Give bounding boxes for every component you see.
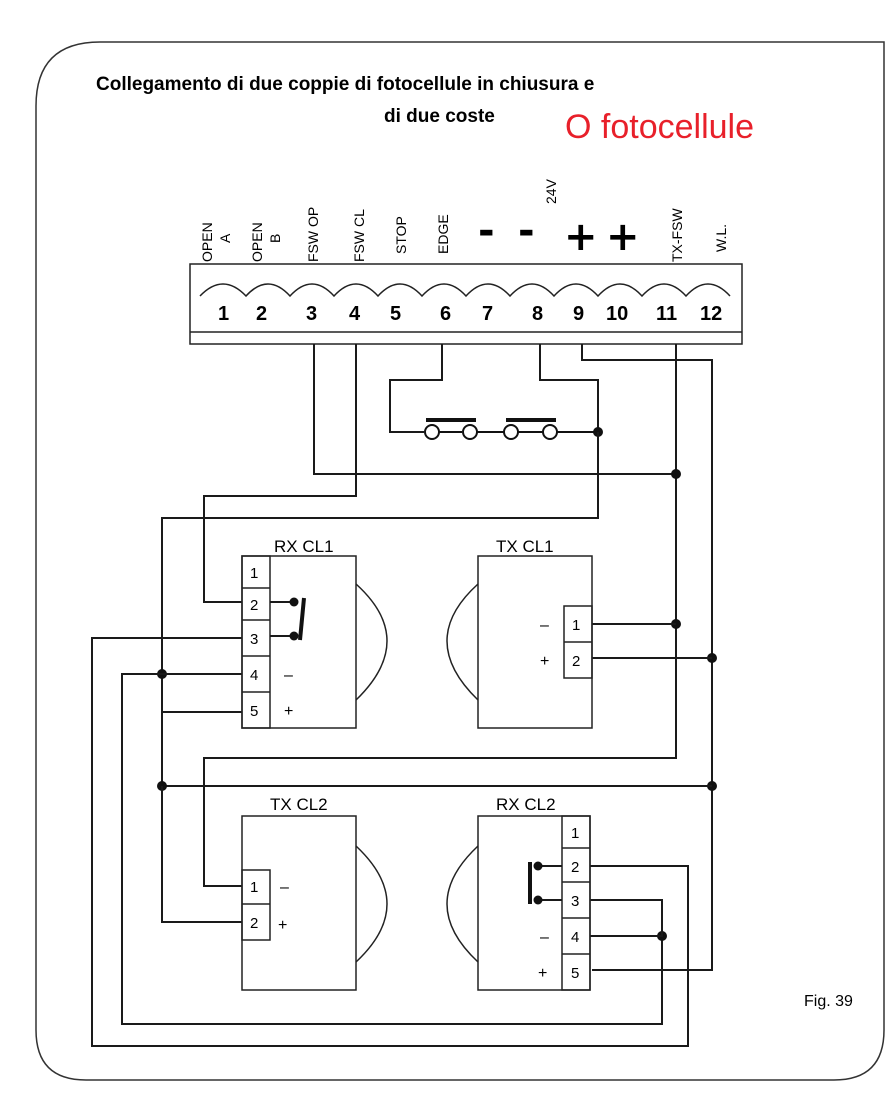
label-t1-open: OPEN	[199, 222, 215, 262]
tx-cl1-plus: +	[540, 653, 549, 670]
terminal-screw-arcs	[199, 283, 731, 298]
terminal-number-12: 12	[700, 303, 722, 325]
label-fsw-op: FSW OP	[305, 207, 321, 262]
title-annotation: O fotocellule	[565, 108, 754, 146]
device-tx-cl2: TX CL2 1 2 – +	[241, 795, 388, 991]
terminal-block: 1 2 3 4 5 6 7 8 9 10 11 12	[189, 263, 743, 345]
label-fsw-cl: FSW CL	[351, 209, 367, 262]
tx-cl1-pin-2: 2	[572, 653, 580, 670]
terminal-number-11: 11	[656, 303, 677, 325]
terminal-number-5: 5	[390, 303, 401, 325]
tx-cl1-minus: –	[540, 617, 549, 634]
label-edge: EDGE	[435, 214, 451, 254]
rx-cl1-pin-2: 2	[250, 597, 258, 614]
safety-edge-contacts	[389, 344, 603, 440]
title-line-1: Collegamento di due coppie di fotocellul…	[96, 74, 594, 95]
label-24v: 24V	[543, 178, 559, 204]
rx-cl2-pin-3: 3	[571, 893, 579, 910]
terminal-block-body	[189, 263, 743, 345]
rx-cl2-pin-1: 1	[571, 825, 579, 842]
tx-cl2-pin-1: 1	[250, 879, 258, 896]
tx-cl1-pin-1: 1	[572, 617, 580, 634]
rx-cl2-title: RX CL2	[496, 795, 556, 814]
label-t2-open: OPEN	[249, 222, 265, 262]
terminal-number-4: 4	[349, 303, 361, 325]
rx-cl1-pin-5: 5	[250, 703, 258, 720]
rx-cl2-pin-5: 5	[571, 965, 579, 982]
rx-cl1-pin-1: 1	[250, 565, 258, 582]
rx-cl1-plus: +	[284, 703, 293, 720]
rx-cl1-pin-3: 3	[250, 631, 258, 648]
tx-cl2-pin-2: 2	[250, 915, 258, 932]
terminal-number-10: 10	[606, 303, 628, 325]
terminal-number-1: 1	[218, 303, 229, 325]
label-t10-plus: +	[606, 214, 640, 260]
label-stop: STOP	[393, 216, 409, 254]
rx-cl2-minus: –	[540, 929, 549, 946]
terminal-number-3: 3	[306, 303, 317, 325]
terminal-number-8: 8	[532, 303, 543, 325]
rx-cl1-minus: –	[284, 667, 293, 684]
device-rx-cl1: RX CL1 1 2 3 4 5 – +	[241, 537, 388, 729]
title-line-2: di due coste	[384, 106, 495, 127]
wiring	[91, 344, 717, 1047]
rx-cl1-pin-4: 4	[250, 667, 258, 684]
terminal-number-7: 7	[482, 303, 493, 325]
terminal-number-2: 2	[256, 303, 267, 325]
label-t1-a: A	[217, 233, 233, 243]
rx-cl1-title: RX CL1	[274, 537, 334, 556]
figure-label: Fig. 39	[804, 993, 853, 1010]
label-t9-plus: +	[564, 214, 598, 260]
terminal-number-9: 9	[573, 303, 584, 325]
label-t2-b: B	[267, 234, 283, 243]
label-t7-minus: -	[478, 208, 495, 254]
rx-cl2-pin-4: 4	[571, 929, 579, 946]
terminal-labels: OPEN A OPEN B FSW OP FSW CL STOP EDGE - …	[199, 178, 729, 262]
device-tx-cl1: TX CL1 1 2 – +	[446, 537, 593, 729]
outer-frame	[35, 41, 885, 1081]
label-t8-minus: -	[518, 208, 535, 254]
device-rx-cl2: RX CL2 1 2 3 4 5 – +	[446, 795, 591, 991]
terminal-number-6: 6	[440, 303, 451, 325]
tx-cl1-title: TX CL1	[496, 537, 554, 556]
label-wl: W.L.	[713, 224, 729, 252]
tx-cl2-title: TX CL2	[270, 795, 328, 814]
label-tx-fsw: TX-FSW	[669, 208, 685, 262]
rx-cl2-pin-2: 2	[571, 859, 579, 876]
rx-cl2-plus: +	[538, 965, 547, 982]
tx-cl2-plus: +	[278, 917, 287, 934]
tx-cl2-minus: –	[280, 879, 289, 896]
